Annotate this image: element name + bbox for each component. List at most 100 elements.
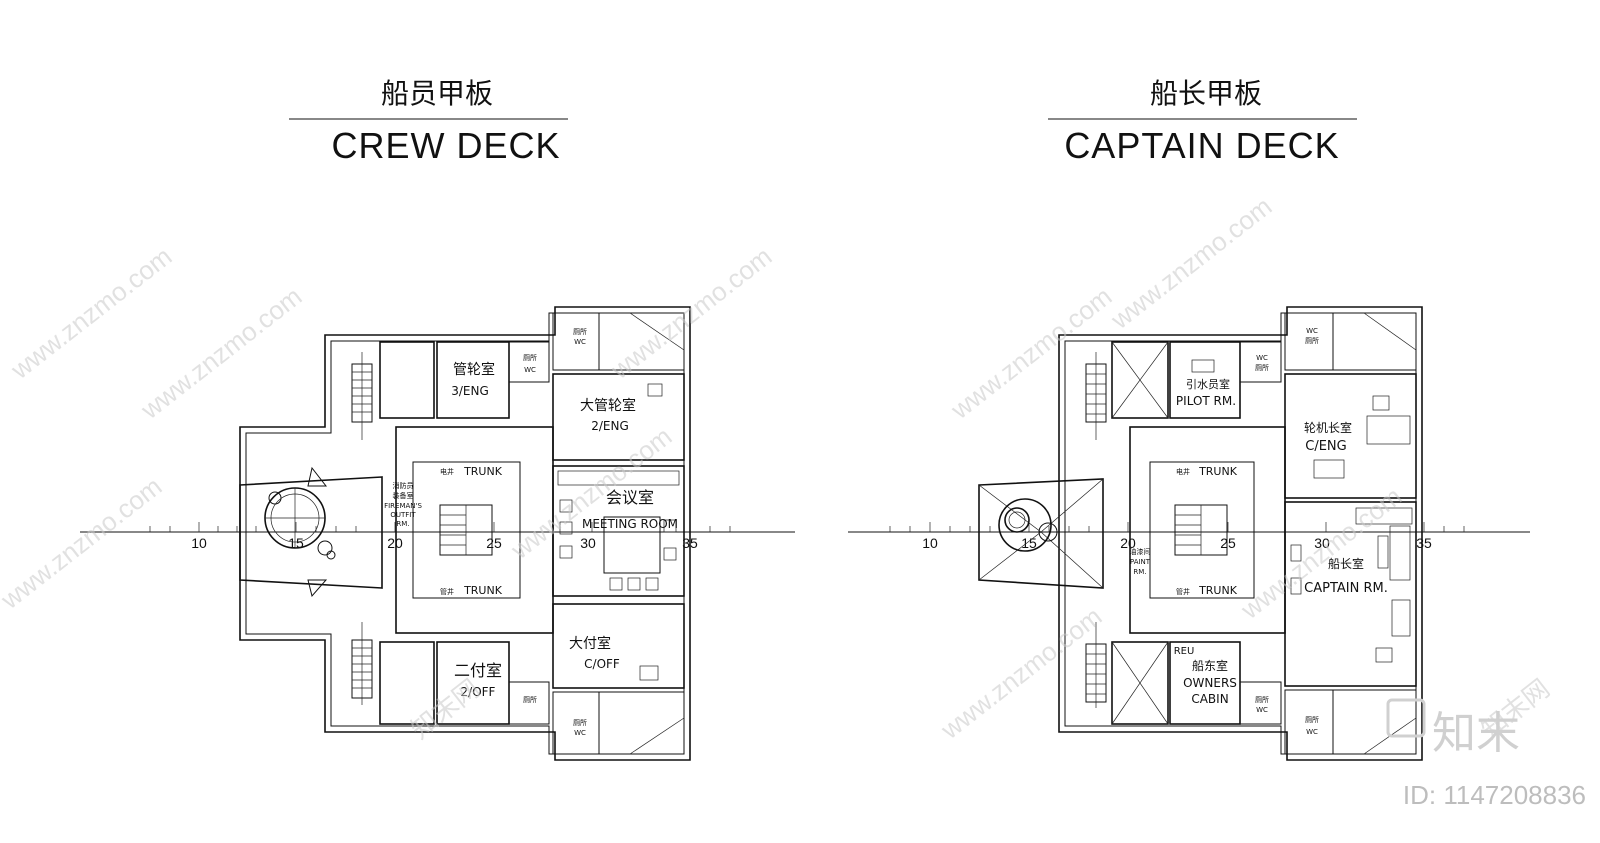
captain-ceng-en: C/ENG <box>1305 439 1346 454</box>
crew-wc-upper-cn: 厕所 <box>523 353 537 362</box>
crew-trunk-bot-cn: 管井 <box>440 587 454 596</box>
captain-deck-title-cn: 船长甲板 <box>1150 77 1262 110</box>
captain-ceng-room <box>1284 373 1417 499</box>
captain-room-cn: 船长室 <box>1328 556 1364 571</box>
watermark-text: 知末网 <box>405 673 485 745</box>
crew-frame-ticks <box>149 522 731 532</box>
crew-bunk-bottom <box>598 691 685 755</box>
brand-logo: 知末 <box>1386 698 1520 759</box>
crew-meeting-room <box>552 465 685 597</box>
captain-wc-top-en: WC <box>1306 327 1318 335</box>
crew-wc-upper-en: WC <box>524 366 536 374</box>
crew-wc-lower-cn: 厕所 <box>523 695 537 704</box>
captain-ceng-cn: 轮机长室 <box>1304 420 1352 435</box>
captain-trunk-bot-cn: 管井 <box>1176 587 1190 596</box>
crew-wc-top-cn: 厕所 <box>573 327 587 336</box>
crew-fireman-en3: RM. <box>396 520 409 528</box>
captain-paint-en: PAINT <box>1130 558 1151 566</box>
crew-fireman-cn2: 装备室 <box>393 491 414 500</box>
crew-meeting-en: MEETING ROOM <box>582 517 678 531</box>
image-id-label: ID: 1147208836 <box>1403 780 1586 810</box>
captain-wc-upper-cn: 厕所 <box>1255 363 1269 372</box>
crew-fireman-cn1: 消防员 <box>393 481 414 490</box>
crew-deck-title-cn: 船员甲板 <box>381 77 493 110</box>
captain-deck-title-en: CAPTAIN DECK <box>1064 125 1339 166</box>
crew-cabin-a <box>379 341 435 419</box>
crew-wc-bottom-en: WC <box>574 729 586 737</box>
captain-deck-outline <box>1058 306 1423 761</box>
crew-trunk-top-cn: 电井 <box>440 467 454 476</box>
watermark-text: www.znzmo.com <box>134 281 307 425</box>
captain-trunk-top-cn: 电井 <box>1176 467 1190 476</box>
captain-wc-upper-en: WC <box>1256 354 1268 362</box>
captain-trunk-top-en: TRUNK <box>1198 465 1238 478</box>
watermark-text: www.znzmo.com <box>1104 191 1277 335</box>
crew-coff-en: C/OFF <box>584 657 620 671</box>
crew-meeting-cn: 会议室 <box>606 488 654 507</box>
captain-stairs-lower <box>1085 622 1107 708</box>
captain-pilot-cn: 引水员室 <box>1186 377 1230 391</box>
captain-trunk-bot-en: TRUNK <box>1198 584 1238 597</box>
captain-owners-cn: 船东室 <box>1192 658 1228 673</box>
crew-room-3eng <box>436 341 510 419</box>
captain-room <box>1284 501 1417 687</box>
captain-bunk-top <box>1332 312 1417 371</box>
crew-deck: 船员甲板 CREW DECK 10 15 20 25 30 35 <box>80 77 795 761</box>
captain-paint-en2: RM. <box>1133 568 1146 576</box>
captain-tick-15: 15 <box>1021 535 1037 551</box>
crew-wc-lower <box>508 681 550 725</box>
watermark-text: www.znzmo.com <box>0 471 167 615</box>
captain-deck: 船长甲板 CAPTAIN DECK 10 15 20 25 30 35 <box>848 77 1530 761</box>
captain-cabin-a <box>1111 341 1169 419</box>
crew-deck-outline <box>239 306 691 761</box>
captain-capstan <box>998 498 1052 552</box>
captain-owners-tag: REU <box>1174 646 1195 657</box>
captain-tick-25: 25 <box>1220 535 1236 551</box>
captain-tick-10: 10 <box>922 535 938 551</box>
crew-trunk-top-en: TRUNK <box>463 465 503 478</box>
captain-paint-cn: 油漆间 <box>1130 547 1151 556</box>
crew-bunk-top <box>598 312 685 371</box>
crew-platform <box>239 476 383 589</box>
captain-wc-bottom-cn: 厕所 <box>1305 715 1319 724</box>
captain-bunk-bottom <box>1332 689 1417 755</box>
watermark-text: www.znzmo.com <box>934 601 1107 745</box>
crew-3eng-cn: 管轮室 <box>453 361 495 378</box>
crew-stairs-upper <box>351 352 373 440</box>
crew-2eng-en: 2/ENG <box>591 419 629 433</box>
crew-2eng-cn: 大管轮室 <box>580 397 636 414</box>
crew-room-2eng <box>552 373 685 461</box>
crew-2off-en: 2/OFF <box>461 685 496 699</box>
captain-cabin-b <box>1111 641 1169 725</box>
captain-tick-20: 20 <box>1120 535 1136 551</box>
captain-wc-top-cn: 厕所 <box>1305 336 1319 345</box>
crew-coff-cn: 大付室 <box>569 635 611 652</box>
captain-wc-lower-cn: 厕所 <box>1255 695 1269 704</box>
crew-tick-25: 25 <box>486 535 502 551</box>
crew-trunk-bot-en: TRUNK <box>463 584 503 597</box>
watermark-layer: www.znzmo.com www.znzmo.com www.znzmo.co… <box>0 191 1555 745</box>
crew-fireman-en2: OUTFIT <box>390 511 416 519</box>
captain-wc-lower <box>1239 681 1282 725</box>
captain-owners-en2: CABIN <box>1191 692 1228 706</box>
crew-stairs-lower <box>351 622 373 705</box>
captain-wc-bottom-en: WC <box>1306 728 1318 736</box>
crew-deck-title-en: CREW DECK <box>331 125 560 166</box>
captain-pilot-en: PILOT RM. <box>1176 394 1236 408</box>
crew-tick-10: 10 <box>191 535 207 551</box>
captain-wc-upper <box>1239 341 1282 383</box>
crew-3eng-en: 3/ENG <box>451 384 489 398</box>
captain-tick-30: 30 <box>1314 535 1330 551</box>
captain-room-en: CAPTAIN RM. <box>1304 581 1388 596</box>
captain-wc-lower-en: WC <box>1256 706 1268 714</box>
captain-owners-en1: OWNERS <box>1183 676 1237 690</box>
crew-wc-upper <box>508 341 550 383</box>
captain-tick-35: 35 <box>1416 535 1432 551</box>
crew-fireman-en1: FIREMAN'S <box>384 502 422 510</box>
captain-frame-ticks <box>889 522 1465 532</box>
watermark-text: www.znzmo.com <box>4 241 177 385</box>
crew-wc-bottom-cn: 厕所 <box>573 718 587 727</box>
crew-room-coff <box>552 603 685 689</box>
captain-stairs-upper <box>1085 352 1107 440</box>
